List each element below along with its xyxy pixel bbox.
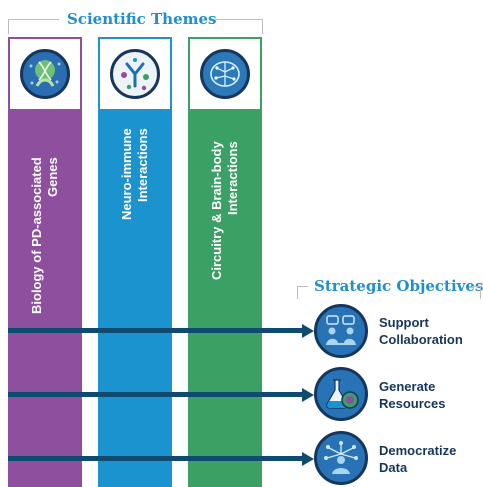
arrow-head-icon: [302, 388, 314, 402]
flask-resources-icon: [314, 367, 368, 421]
theme-icon-box: [8, 37, 82, 111]
theme-label-neuro-immune: Neuro-immune Interactions: [119, 128, 150, 220]
immune-antibody-icon: [110, 49, 160, 99]
theme-bar-circuitry: Circuitry & Brain-body Interactions: [188, 111, 262, 487]
collaboration-icon: [314, 304, 368, 358]
strategic-objectives-title: Strategic Objectives: [314, 277, 483, 295]
arrow-head-icon: [302, 452, 314, 466]
objective-label-collaboration: Support Collaboration: [379, 315, 463, 347]
objectives-bracket-right: [472, 286, 481, 299]
brain-circuit-icon: [200, 49, 250, 99]
objective-arrow-1: [8, 328, 304, 333]
objective-arrow-2: [8, 392, 304, 397]
theme-icon-box: [98, 37, 172, 111]
theme-label-genes: Biology of PD-associated Genes: [29, 157, 60, 314]
objective-label-data: Democratize Data: [379, 443, 457, 475]
objective-arrow-3: [8, 456, 304, 461]
theme-label-circuitry: Circuitry & Brain-body Interactions: [209, 141, 240, 280]
themes-bracket-left: [8, 19, 59, 34]
theme-icon-box: [188, 37, 262, 111]
objective-label-resources: Generate Resources: [379, 379, 446, 411]
scientific-themes-title: Scientific Themes: [67, 10, 217, 28]
theme-bar-genes: Biology of PD-associated Genes: [8, 111, 82, 487]
data-network-icon: [314, 431, 368, 485]
theme-bar-neuro-immune: Neuro-immune Interactions: [98, 111, 172, 487]
arrow-head-icon: [302, 324, 314, 338]
objectives-bracket-left: [297, 286, 308, 299]
gene-helix-icon: [20, 49, 70, 99]
themes-bracket-right: [213, 19, 263, 34]
